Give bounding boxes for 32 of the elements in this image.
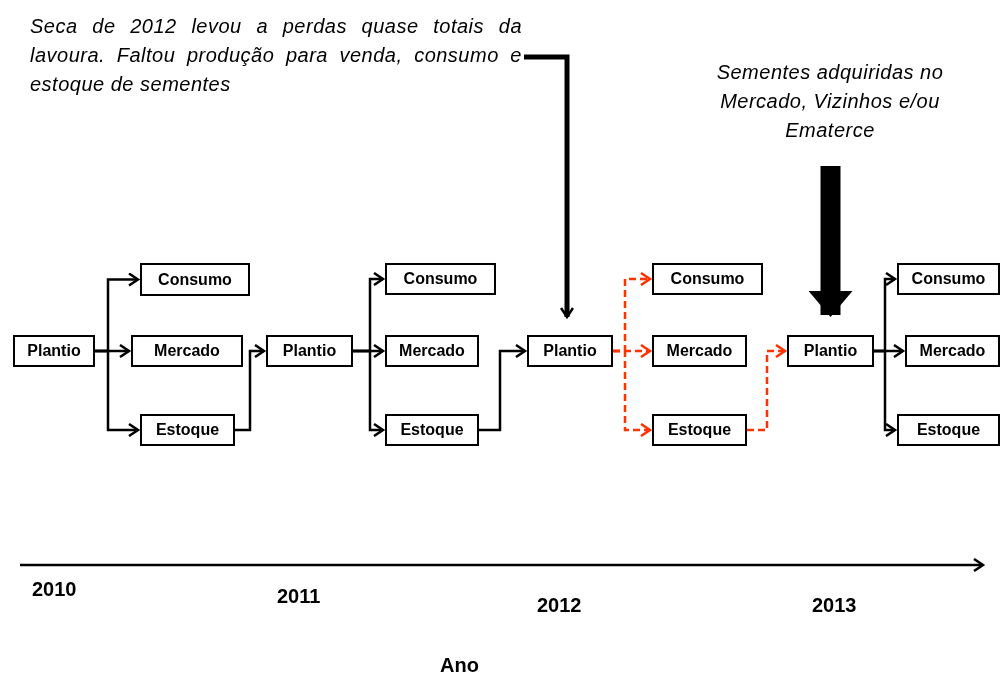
process-box: Mercado (131, 335, 243, 367)
arrow (613, 349, 652, 438)
arrow (95, 349, 140, 438)
process-box: Plantio (266, 335, 353, 367)
process-box: Estoque (385, 414, 479, 446)
process-box: Estoque (652, 414, 747, 446)
note-text: Seca de 2012 levou a perdas quase totais da lavoura. Faltou produção para venda, consumo e estoque de sementes (30, 12, 522, 102)
arrow (353, 349, 385, 438)
axis-title: Ano (440, 653, 479, 675)
process-box: Estoque (140, 414, 235, 446)
arrow (874, 349, 897, 438)
arrow (235, 343, 266, 432)
arrow (808, 166, 853, 317)
process-box: Plantio (787, 335, 874, 367)
process-box: Consumo (385, 263, 496, 295)
arrow (479, 343, 527, 432)
process-box: Plantio (527, 335, 613, 367)
note-text: Sementes adquiridas no Mercado, Vizinhos e/ou Ematerce (686, 58, 974, 146)
arrow (524, 54, 575, 319)
year-label: 2012 (537, 593, 582, 618)
arrow (747, 343, 787, 432)
process-box: Plantio (13, 335, 95, 367)
process-box: Mercado (385, 335, 479, 367)
process-box: Estoque (897, 414, 1000, 446)
year-label: 2011 (277, 584, 321, 609)
process-box: Consumo (652, 263, 763, 295)
process-box: Mercado (905, 335, 1000, 367)
process-box: Consumo (140, 263, 250, 296)
year-label: 2013 (812, 593, 857, 618)
process-box: Consumo (897, 263, 1000, 295)
year-label: 2010 (32, 577, 77, 602)
process-box: Mercado (652, 335, 747, 367)
